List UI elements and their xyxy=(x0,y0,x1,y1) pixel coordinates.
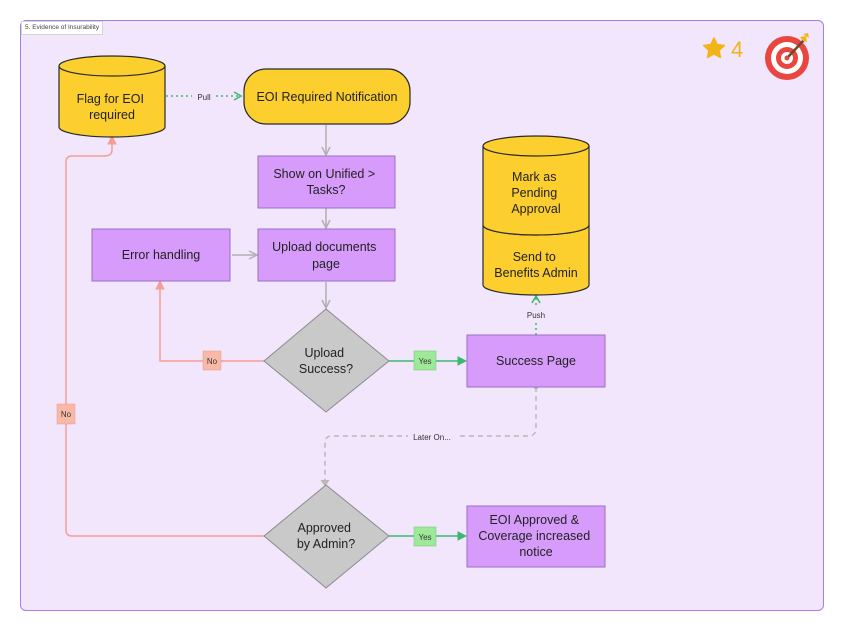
edge-label-later-on-bg xyxy=(408,430,456,443)
node-mark-pending[interactable]: Mark as Pending Approval xyxy=(482,135,590,236)
svg-text:EOI Approved & Coverage: EOI Approved & Coverage increased notice xyxy=(478,513,593,559)
node-upload-success-line-1: Upload xyxy=(304,346,344,360)
node-upload-page[interactable]: Upload documents page xyxy=(257,228,396,282)
section-label: 5. Evidence of Insurability xyxy=(21,21,104,35)
edge-label-no-upload: No xyxy=(207,357,218,366)
svg-text:Show on Unified > Tasks?: Show on Unified > Tasks? xyxy=(273,167,378,197)
edge-later-on-arrowhead xyxy=(320,479,330,487)
node-mark-pending-line-2: Pending xyxy=(511,186,557,200)
edge-label-pull: Pull xyxy=(197,93,211,102)
node-error-handling-label: Error handling xyxy=(122,248,201,262)
node-approved-admin-decision[interactable]: Approved by Admin? xyxy=(263,484,390,589)
node-approved-admin-line-1: Approved xyxy=(298,521,352,535)
svg-text:Approved by Admin?: Approved by Admin? xyxy=(297,521,355,551)
edge-admin-no xyxy=(65,137,264,537)
svg-text:Flag for EOI required: Flag for EOI required xyxy=(77,92,148,122)
edge-label-yes-upload-bg xyxy=(413,350,437,371)
node-send-benefits-line-2: Benefits Admin xyxy=(494,266,577,280)
node-upload-success-decision[interactable]: Upload Success? xyxy=(263,308,390,413)
edge-label-no-admin-bg xyxy=(56,403,76,425)
node-error-handling[interactable]: Error handling xyxy=(91,228,231,282)
svg-text:Upload Success?: Upload Success? xyxy=(299,346,353,376)
edge-label-later-on: Later On... xyxy=(413,433,451,442)
node-eoi-approved-line-2: Coverage increased xyxy=(478,529,590,543)
node-flag-eoi-line-2: required xyxy=(89,108,135,122)
edge-label-yes-admin-bg xyxy=(413,526,437,547)
node-send-benefits-line-1: Send to xyxy=(513,250,556,264)
edge-label-no-admin: No xyxy=(61,410,72,419)
node-eoi-notification[interactable]: EOI Required Notification xyxy=(243,68,411,125)
svg-text:Upload documents page: Upload documents page xyxy=(272,240,380,271)
node-eoi-approved-line-1: EOI Approved & xyxy=(489,513,579,527)
node-show-unified[interactable]: Show on Unified > Tasks? xyxy=(257,155,396,209)
node-mark-pending-line-3: Approval xyxy=(511,202,560,216)
edge-upload-no xyxy=(160,282,264,362)
edge-label-yes-upload: Yes xyxy=(418,357,431,366)
edge-label-push-bg xyxy=(522,308,550,321)
node-success-page-label: Success Page xyxy=(496,354,576,368)
star-count: 4 xyxy=(731,37,743,62)
target-icon xyxy=(765,33,809,80)
svg-text:Send to Benefits Admin: Send to Benefits Admin xyxy=(494,250,577,280)
node-flag-eoi[interactable]: Flag for EOI required xyxy=(58,55,166,138)
edge-label-pull-bg xyxy=(192,89,216,103)
node-eoi-approved-line-3: notice xyxy=(519,545,552,559)
svg-text:Mark as Pending Ap: Mark as Pending Approval xyxy=(511,170,560,216)
node-upload-success-line-2: Success? xyxy=(299,362,353,376)
node-show-unified-line-1: Show on Unified > xyxy=(273,167,375,181)
node-mark-pending-line-1: Mark as xyxy=(512,170,556,184)
star-icon xyxy=(702,37,726,59)
node-show-unified-line-2: Tasks? xyxy=(307,183,346,197)
node-approved-admin-line-2: by Admin? xyxy=(297,537,355,551)
edge-label-yes-admin: Yes xyxy=(418,533,431,542)
node-eoi-notification-label: EOI Required Notification xyxy=(256,90,397,104)
edge-label-push: Push xyxy=(527,311,545,320)
node-upload-page-line-1: Upload documents xyxy=(272,240,376,254)
edge-label-no-upload-bg xyxy=(202,350,222,371)
node-upload-page-line-2: page xyxy=(312,257,340,271)
node-eoi-approved[interactable]: EOI Approved & Coverage increased notice xyxy=(466,505,606,568)
node-flag-eoi-line-1: Flag for EOI xyxy=(77,92,144,106)
node-success-page[interactable]: Success Page xyxy=(466,334,606,388)
